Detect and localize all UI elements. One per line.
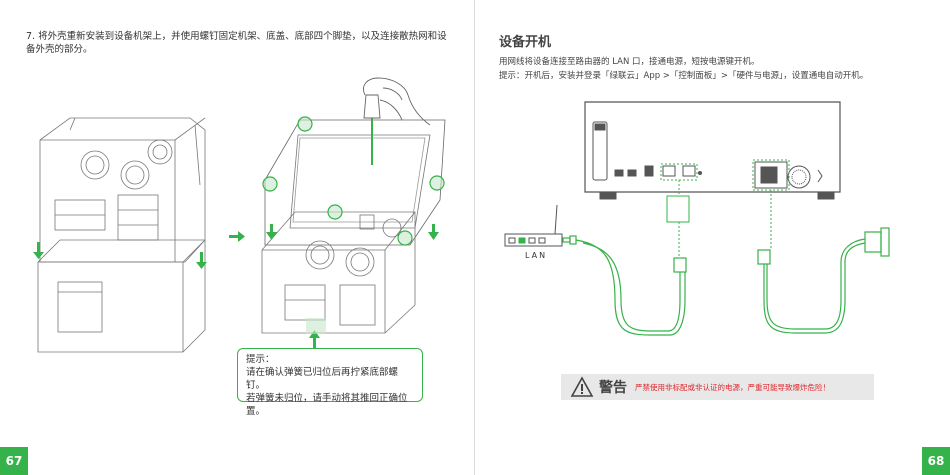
left-page: 7.将外壳重新安装到设备机架上，并使用螺钉固定机架、底盖、底部四个脚垫，以及连接… — [0, 0, 475, 475]
page-number-right: 68 — [922, 447, 950, 475]
warning-title: 警告 — [599, 377, 627, 397]
right-page: 设备开机 用网线将设备连接至路由器的 LAN 口，接通电源，短按电源键开机。 提… — [475, 0, 950, 475]
tip-box: 提示： 请在确认弹簧已归位后再拧紧底部螺钉。 若弹簧未归位，请手动将其推回正确位… — [237, 348, 423, 402]
warning-text: 严禁使用非标配或非认证的电源，严重可能导致爆炸危险！ — [635, 382, 830, 393]
tip-line-1: 请在确认弹簧已归位后再拧紧底部螺钉。 — [246, 366, 414, 392]
router-device — [505, 205, 562, 246]
arrow-right-icon — [229, 231, 245, 242]
arrow-down-icon — [33, 242, 207, 269]
nas-device — [585, 102, 840, 199]
connection-diagram — [475, 0, 950, 475]
tip-title: 提示： — [246, 353, 414, 366]
warning-bar: 警告 严禁使用非标配或非认证的电源，严重可能导致爆炸危险！ — [561, 374, 874, 400]
warning-triangle-icon — [571, 377, 593, 397]
screwdriver-hand-icon — [363, 78, 430, 165]
page-number-left: 67 — [0, 447, 28, 475]
tip-line-2: 若弹簧未归位，请手动将其推回正确位置。 — [246, 392, 414, 418]
lan-label: LAN — [525, 251, 547, 260]
